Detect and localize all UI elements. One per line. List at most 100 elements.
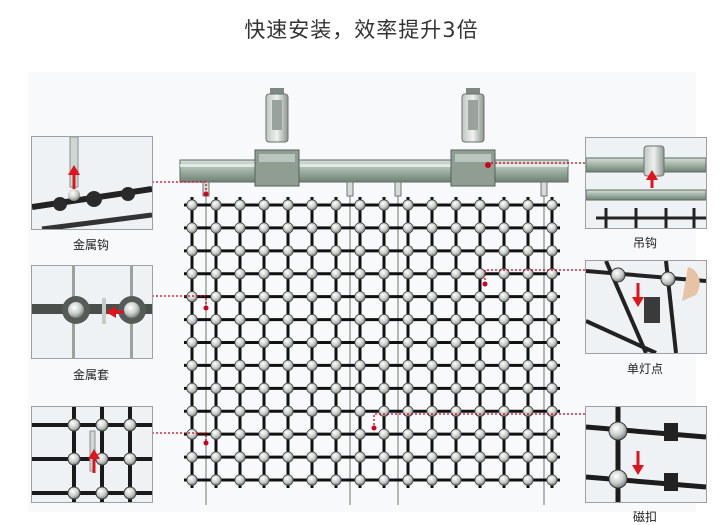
led-node [258, 428, 270, 440]
led-node [282, 359, 294, 372]
led-node [234, 359, 246, 372]
led-node [522, 291, 534, 303]
led-node [210, 336, 222, 349]
led-node [450, 291, 462, 303]
led-node [354, 268, 366, 280]
led-node [378, 382, 390, 394]
led-node [522, 313, 534, 326]
metal-hook-closeup [32, 137, 152, 229]
mesh-nodes [186, 199, 558, 486]
led-node [258, 245, 270, 257]
led-node [450, 268, 462, 280]
led-node [426, 313, 438, 326]
led-node [186, 382, 198, 394]
led-node [258, 313, 270, 326]
led-node [354, 474, 366, 486]
led-node [306, 199, 318, 211]
led-node [306, 382, 318, 394]
led-node [402, 268, 414, 280]
led-node [354, 428, 366, 440]
led-node [210, 359, 222, 372]
led-node [378, 268, 390, 280]
led-node [210, 313, 222, 326]
led-node [522, 199, 534, 211]
led-node [258, 268, 270, 280]
led-node [498, 474, 510, 486]
led-node [498, 382, 510, 394]
led-node [186, 451, 198, 463]
led-node [234, 245, 246, 257]
led-node [378, 474, 390, 486]
led-node [354, 359, 366, 372]
led-node [546, 405, 558, 417]
led-node [402, 245, 414, 257]
metal-sleeve-closeup [32, 266, 152, 358]
led-node [330, 359, 342, 372]
led-node [522, 451, 534, 463]
led-node [354, 222, 366, 234]
led-node [258, 382, 270, 394]
led-node [498, 222, 510, 234]
led-node [426, 222, 438, 234]
led-node [282, 245, 294, 257]
led-node [546, 359, 558, 372]
led-node [210, 268, 222, 280]
led-node [306, 451, 318, 463]
led-node [186, 359, 198, 372]
led-node [402, 359, 414, 372]
led-node [306, 405, 318, 417]
led-node [474, 199, 486, 211]
led-node [522, 222, 534, 234]
led-node [546, 336, 558, 349]
led-node [282, 336, 294, 349]
callout-metal-sleeve-image [31, 265, 153, 359]
led-node [498, 291, 510, 303]
led-node [330, 199, 342, 211]
led-node [378, 222, 390, 234]
led-node [210, 405, 222, 417]
led-node [354, 405, 366, 417]
led-node [210, 451, 222, 463]
led-node [378, 245, 390, 257]
led-node [402, 451, 414, 463]
led-node [378, 291, 390, 303]
led-node [450, 222, 462, 234]
led-node [210, 222, 222, 234]
led-node [234, 428, 246, 440]
led-node [234, 199, 246, 211]
led-node [498, 268, 510, 280]
rail-hanger-left [254, 88, 300, 187]
led-node [282, 474, 294, 486]
led-node [402, 291, 414, 303]
led-node [474, 268, 486, 280]
led-node [546, 222, 558, 234]
callout-hanger-hook-image [585, 137, 707, 229]
led-node [546, 199, 558, 211]
led-node [474, 405, 486, 417]
led-node [426, 245, 438, 257]
led-node [426, 428, 438, 440]
led-node [450, 382, 462, 394]
led-node [450, 474, 462, 486]
led-node [186, 268, 198, 280]
led-node [282, 382, 294, 394]
led-node [402, 405, 414, 417]
led-node [426, 336, 438, 349]
caption-single-pixel: 单灯点 [626, 362, 663, 376]
led-node [450, 359, 462, 372]
led-node [282, 222, 294, 234]
led-node [378, 336, 390, 349]
led-node [522, 268, 534, 280]
led-node [522, 382, 534, 394]
led-node [450, 313, 462, 326]
led-node [498, 313, 510, 326]
led-node [474, 336, 486, 349]
led-node [282, 451, 294, 463]
led-node [522, 245, 534, 257]
led-node [450, 336, 462, 349]
led-node [210, 291, 222, 303]
led-node [234, 336, 246, 349]
rail-hook [540, 181, 548, 197]
led-node [498, 451, 510, 463]
